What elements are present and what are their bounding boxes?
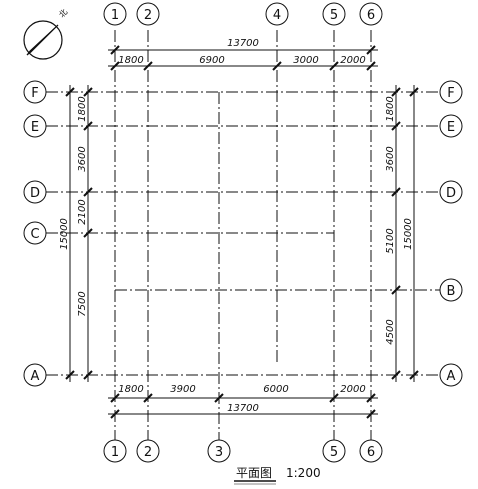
left-dim-4: 7500 (77, 291, 88, 316)
axis-bubble-top-5: 5 (322, 2, 346, 26)
top-dim-2: 6900 (199, 55, 224, 66)
left-dimensions (65, 85, 93, 382)
right-dim-2: 3600 (385, 146, 396, 171)
drawing-title: 平面图 1:200 (234, 466, 321, 485)
grid-lines (46, 30, 440, 440)
axis-bubble-bottom-2: 2 (136, 439, 160, 463)
top-total-dim: 13700 (227, 38, 259, 49)
axis-bubbles-top: 1 2 4 5 6 (103, 2, 383, 26)
axis-bubble-bottom-5: 5 (322, 439, 346, 463)
axis-bubbles-bottom: 1 2 3 5 6 (103, 439, 383, 463)
svg-text:D: D (446, 186, 456, 201)
axis-bubble-bottom-1: 1 (103, 439, 127, 463)
bottom-dim-2: 3900 (170, 384, 195, 395)
left-dim-2: 3600 (77, 146, 88, 171)
svg-text:2: 2 (144, 445, 152, 460)
axis-bubble-left-C: C (23, 221, 47, 245)
svg-text:1: 1 (111, 445, 119, 460)
title-name: 平面图 (236, 466, 272, 480)
left-dim-1: 1800 (77, 96, 88, 121)
north-arrow-icon: 北 (23, 7, 69, 60)
left-dim-3: 2100 (77, 199, 88, 224)
axis-bubble-left-A: A (23, 363, 47, 387)
axis-bubble-right-D: D (439, 180, 463, 204)
svg-text:F: F (31, 86, 38, 101)
bottom-dim-4: 2000 (340, 384, 365, 395)
bottom-total-dim: 13700 (227, 403, 259, 414)
bottom-dim-1: 1800 (118, 384, 143, 395)
bottom-dim-3: 6000 (263, 384, 288, 395)
svg-text:5: 5 (330, 8, 338, 23)
axis-bubble-left-F: F (23, 80, 47, 104)
svg-text:6: 6 (367, 8, 375, 23)
svg-text:E: E (447, 120, 455, 135)
right-dim-4: 4500 (385, 319, 396, 344)
axis-bubble-right-A: A (439, 363, 463, 387)
svg-text:A: A (447, 369, 456, 384)
axis-bubbles-right: F E D B A (439, 80, 463, 387)
svg-text:B: B (447, 284, 456, 299)
svg-text:C: C (30, 227, 39, 242)
north-label: 北 (57, 7, 69, 19)
svg-text:3: 3 (215, 445, 223, 460)
top-dim-1: 1800 (118, 55, 143, 66)
axis-bubble-top-1: 1 (103, 2, 127, 26)
left-total-dim: 15000 (59, 218, 70, 250)
bottom-dimensions (108, 393, 378, 419)
right-dimensions (391, 85, 419, 382)
right-dim-3: 5100 (385, 228, 396, 253)
svg-text:2: 2 (144, 8, 152, 23)
title-scale: 1:200 (286, 466, 321, 480)
top-dim-3: 3000 (293, 55, 318, 66)
axis-bubble-top-4: 4 (265, 2, 289, 26)
axis-bubble-top-6: 6 (359, 2, 383, 26)
top-dim-4: 2000 (340, 55, 365, 66)
svg-text:A: A (31, 369, 40, 384)
axis-bubble-left-D: D (23, 180, 47, 204)
right-dim-1: 1800 (385, 96, 396, 121)
axis-bubble-bottom-3: 3 (207, 439, 231, 463)
axis-bubbles-left: F E D C A (23, 80, 47, 387)
svg-text:6: 6 (367, 445, 375, 460)
svg-text:4: 4 (273, 8, 281, 23)
axis-bubble-right-B: B (439, 278, 463, 302)
top-dimensions (108, 45, 378, 71)
axis-bubble-bottom-6: 6 (359, 439, 383, 463)
svg-text:E: E (31, 120, 39, 135)
svg-text:F: F (447, 86, 454, 101)
axis-bubble-right-E: E (439, 114, 463, 138)
svg-text:5: 5 (330, 445, 338, 460)
svg-text:1: 1 (111, 8, 119, 23)
axis-bubble-right-F: F (439, 80, 463, 104)
right-total-dim: 15000 (403, 218, 414, 250)
svg-text:D: D (30, 186, 40, 201)
axis-bubble-left-E: E (23, 114, 47, 138)
axis-bubble-top-2: 2 (136, 2, 160, 26)
